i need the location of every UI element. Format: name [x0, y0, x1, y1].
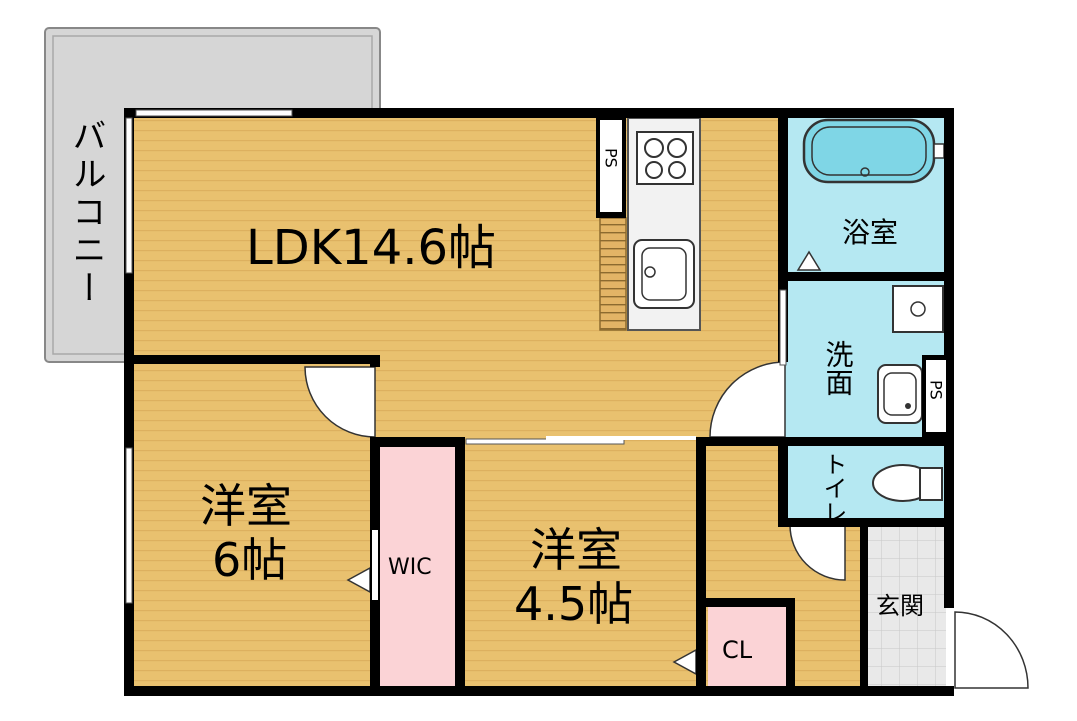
bedroom1-label-2: 6帖 — [212, 533, 287, 587]
toilet-label: トイレ — [819, 452, 847, 524]
entrance-label: 玄関 — [876, 592, 924, 620]
ps-label-wash: PS — [927, 380, 946, 400]
entrance-door — [954, 611, 1029, 689]
wash-door — [779, 289, 787, 366]
ps-shaft-wash — [926, 360, 946, 432]
ldk-opening — [546, 436, 696, 440]
closet-floor — [708, 605, 790, 688]
bedroom1-window — [125, 447, 133, 604]
balcony-label: バルコニー — [66, 118, 106, 308]
wic-opening — [372, 530, 378, 600]
bedroom1-label-1: 洋室 — [200, 479, 292, 533]
bedroom2-label-2: 4.5帖 — [514, 577, 633, 631]
stove-icon — [636, 131, 694, 185]
bedroom2-label-1: 洋室 — [530, 523, 622, 577]
hall-door — [789, 524, 846, 581]
bedroom1-door — [304, 366, 376, 438]
bedroom2-floor — [460, 444, 705, 688]
ps-label-kitchen: PS — [602, 148, 621, 168]
shower-triangle — [796, 250, 822, 271]
wash-label: 洗面 — [822, 340, 855, 396]
balcony-window — [135, 109, 293, 117]
toilet-icon — [872, 464, 943, 502]
ldk-label: LDK14.6帖 — [246, 220, 496, 276]
closet-label: CL — [722, 636, 753, 664]
ldk-west-window — [125, 117, 133, 274]
wic-label: WIC — [388, 555, 432, 580]
entrance-gap — [946, 608, 954, 686]
washing-machine-icon — [892, 285, 944, 333]
bath-label: 浴室 — [842, 216, 898, 249]
bedroom2-sliding-door — [465, 438, 625, 445]
bathtub-icon — [802, 118, 945, 184]
sink-icon — [633, 239, 695, 309]
kitchen-stairs — [599, 217, 627, 331]
wic-floor — [378, 444, 458, 688]
vanity-sink-icon — [877, 364, 923, 424]
ps-shaft-kitchen — [600, 120, 622, 212]
entrance-floor — [865, 524, 950, 688]
